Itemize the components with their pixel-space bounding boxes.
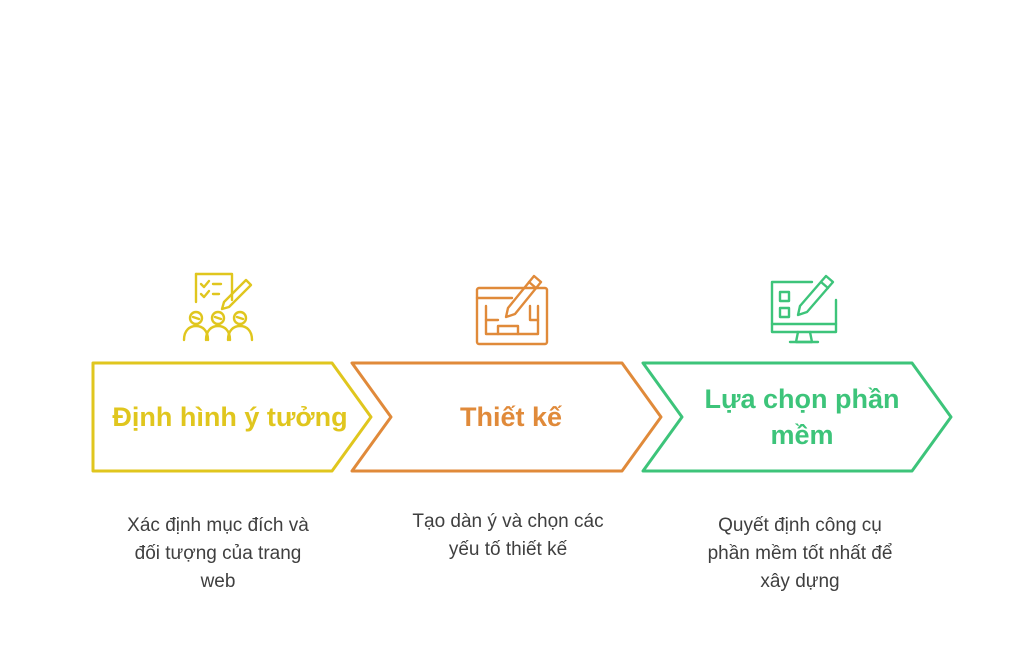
step-3-title: Lựa chọn phần mềm [704,384,900,450]
step-1-title: Định hình ý tưởng [112,402,348,432]
blueprint-pencil-icon [472,270,552,350]
step-2-description: Tạo dàn ý và chọn các yếu tố thiết kế [412,511,604,560]
monitor-pencil-icon [764,270,844,350]
step-2-title: Thiết kế [459,402,563,432]
team-checklist-icon [180,268,260,348]
step-1-description: Xác định mục đích và đối tượng của trang… [127,515,309,592]
step-3-description: Quyết định công cụ phần mềm tốt nhất để … [707,515,893,592]
